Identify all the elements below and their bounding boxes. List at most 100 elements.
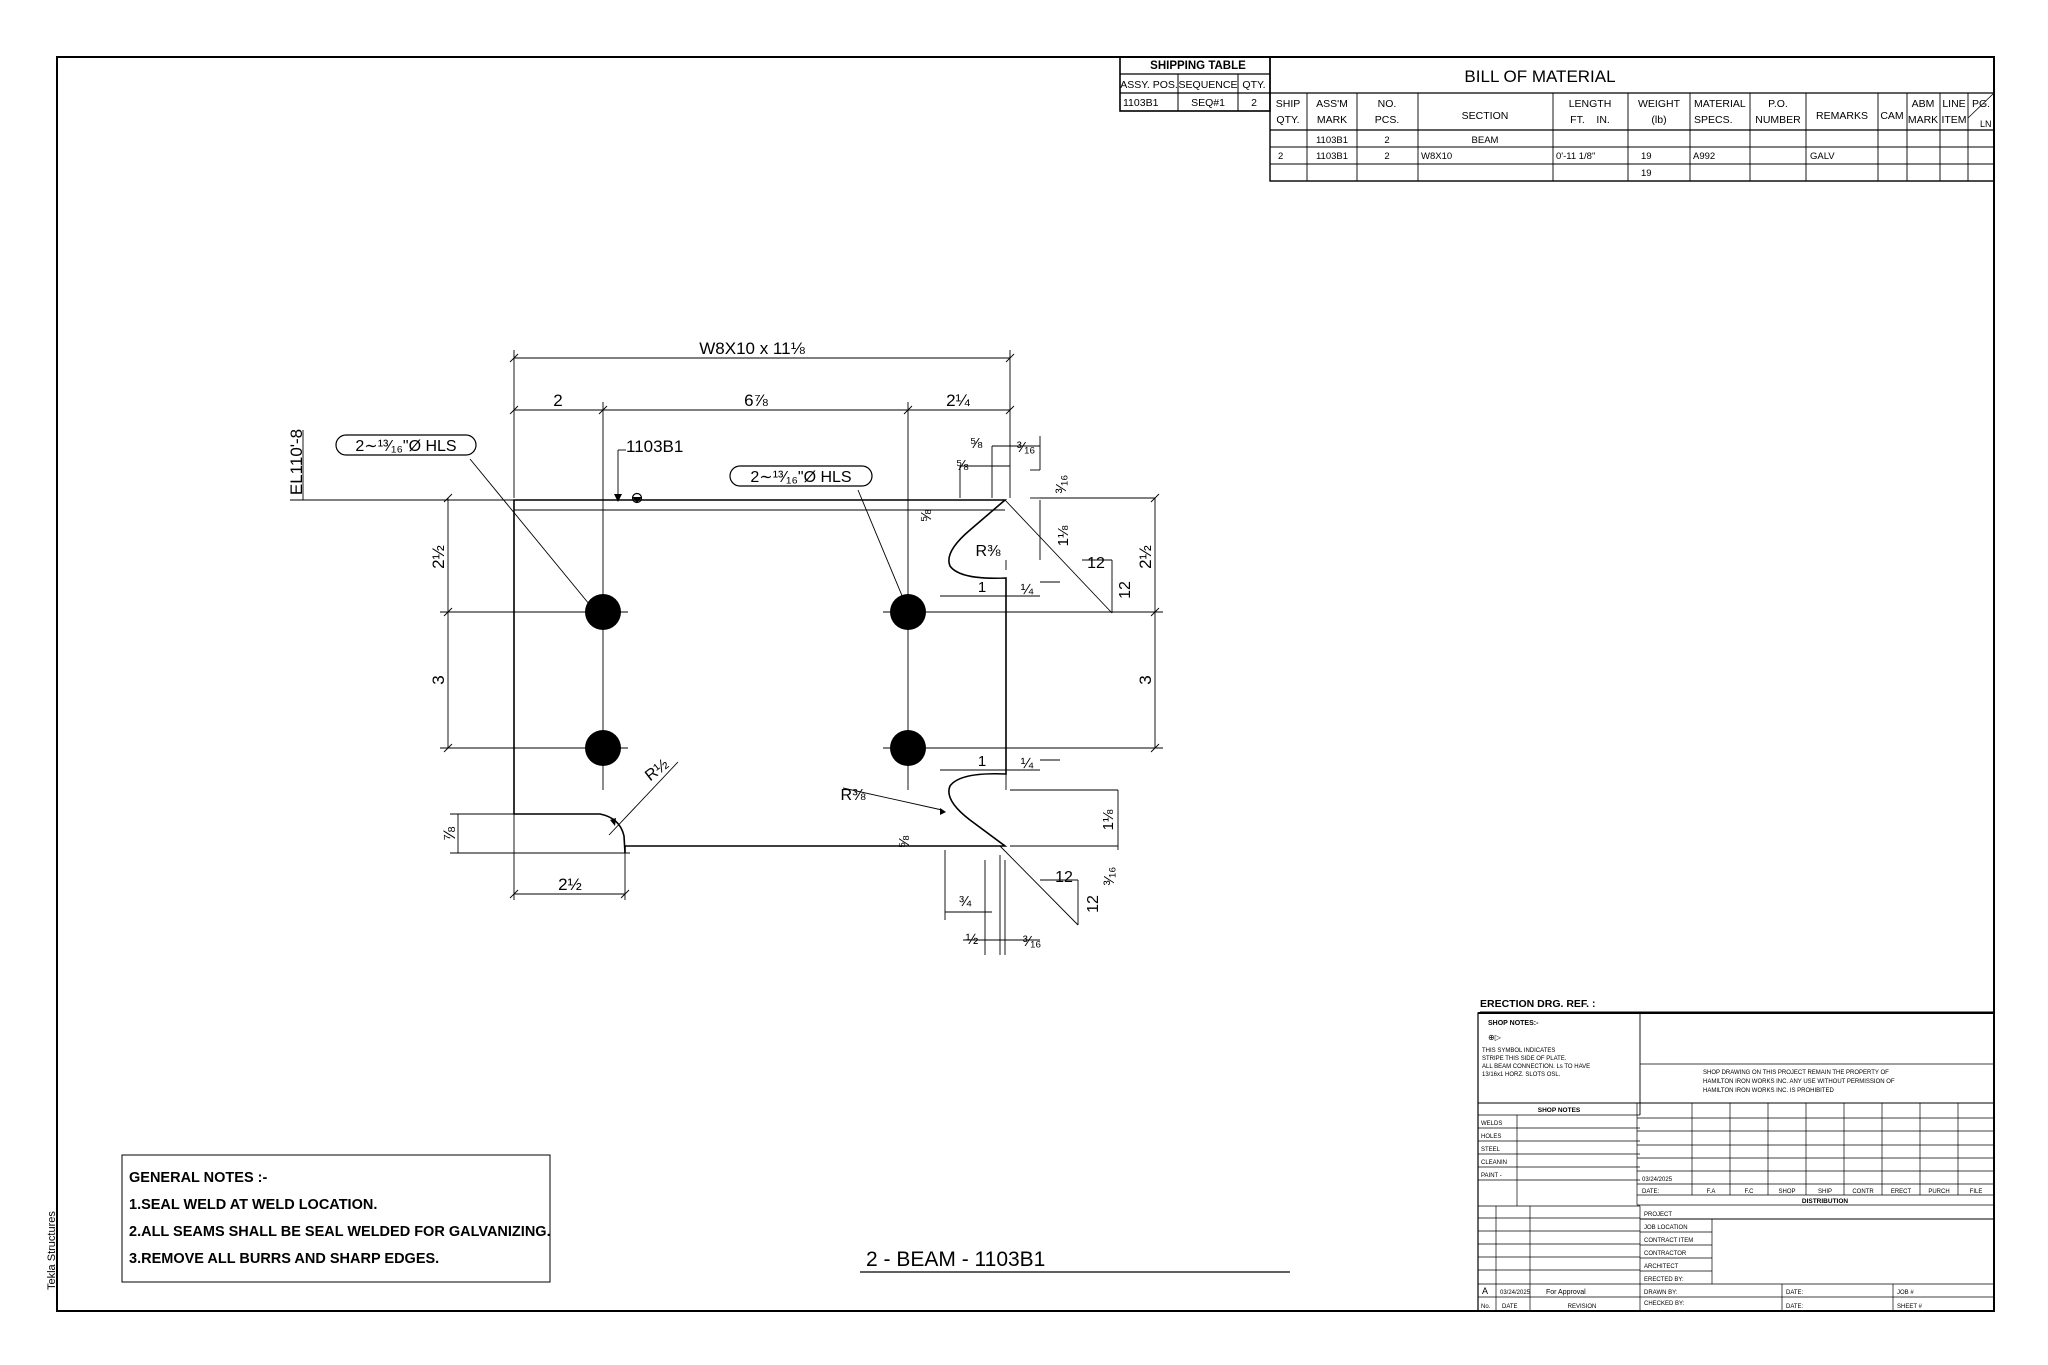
bom-header-lb: (lb) xyxy=(1651,114,1666,126)
dist-col-file: FILE xyxy=(1970,1189,1983,1195)
dim-7-8: ⅞ xyxy=(440,826,459,841)
rev-header-no: No. xyxy=(1481,1304,1491,1310)
bom-header-remarks: REMARKS xyxy=(1816,110,1868,122)
sheet-number: SHEET # xyxy=(1897,1304,1923,1310)
radius-3-8-bottom: R⅜ xyxy=(841,787,867,804)
rev-row-revision: For Approval xyxy=(1546,1289,1586,1296)
shop-note-line-2: STRIPE THIS SIDE OF PLATE. xyxy=(1482,1056,1567,1062)
radius-1-2: R½ xyxy=(642,756,672,785)
bom-header-weight: WEIGHT xyxy=(1638,98,1681,110)
dist-col-erect: ERECT xyxy=(1891,1189,1912,1195)
checked-by-label: CHECKED BY: xyxy=(1644,1301,1685,1307)
erection-ref: ERECTION DRG. REF. : xyxy=(1480,998,1596,1010)
dim-5-8-d: ⅝ xyxy=(896,835,913,848)
general-notes: GENERAL NOTES :- 1.SEAL WELD AT WELD LOC… xyxy=(121,1154,551,1283)
ownership-line-2: HAMILTON IRON WORKS INC. ANY USE WITHOUT… xyxy=(1703,1079,1895,1085)
dist-col-date: DATE: xyxy=(1642,1189,1660,1195)
bom-row1-section: BEAM xyxy=(1472,135,1499,146)
shop-note-line-4: 13/16x1 HORZ. SLOTS OSL. xyxy=(1482,1072,1561,1078)
bom-header-specs: SPECS. xyxy=(1694,114,1733,126)
beam-outline xyxy=(513,499,1008,854)
hole-top-right xyxy=(883,594,933,630)
rev-row-date: 03/24/2025 xyxy=(1500,1290,1531,1296)
elevation-label: EL110'-8 xyxy=(287,429,306,495)
radius-arrow xyxy=(610,818,616,826)
shipping-cell-qty: 2 xyxy=(1251,97,1257,109)
radius-arrow-bottom xyxy=(940,808,946,815)
project-row-contractor: CONTRACTOR xyxy=(1644,1251,1687,1257)
weld-symbol-mark xyxy=(632,497,642,503)
mark-label: 1103B1 xyxy=(626,437,683,456)
general-note-1: 1.SEAL WELD AT WELD LOCATION. xyxy=(129,1197,377,1213)
dim-5-8-c: ⅝ xyxy=(918,509,935,522)
shipping-cell-sequence: SEQ#1 xyxy=(1191,97,1225,109)
hole-callout-right-box xyxy=(729,465,873,487)
project-row-erected-by: ERECTED BY: xyxy=(1644,1277,1684,1283)
dist-col-contr: CONTR xyxy=(1852,1189,1874,1195)
stripe-symbol-icon: ⊕▷ xyxy=(1488,1033,1502,1042)
dim-3-16-b: ³⁄₁₆ xyxy=(1053,475,1070,494)
dist-col-shop: SHOP xyxy=(1778,1189,1795,1195)
dim-5-8-a: ⅝ xyxy=(970,435,983,452)
bom-row2-mark: 1103B1 xyxy=(1316,151,1348,162)
bom-row1-pcs: 2 xyxy=(1384,135,1389,146)
bom-row2-section: W8X10 xyxy=(1421,151,1452,162)
dim-3-16-a: ³⁄₁₆ xyxy=(1017,439,1036,456)
dim-1-top: 1 xyxy=(978,579,986,596)
project-row-job-location: JOB LOCATION xyxy=(1644,1225,1688,1231)
drawn-by: DRAWN BY: xyxy=(1644,1290,1678,1296)
work-point-arrow xyxy=(614,494,622,502)
shop-note-line-3: ALL BEAM CONNECTION. Ls TO HAVE xyxy=(1482,1064,1590,1070)
bom-header-ft-in: FT. IN. xyxy=(1570,114,1610,126)
shop-row-paint: PAINT - xyxy=(1481,1173,1502,1179)
shop-notes-header: SHOP NOTES xyxy=(1538,1107,1581,1114)
sheet-border xyxy=(56,56,1995,1312)
bom-header-line: LINE xyxy=(1942,98,1965,110)
bom-header-ship: SHIP xyxy=(1276,98,1301,110)
bom-row2-pcs: 2 xyxy=(1384,151,1389,162)
overall-dimension: W8X10 x 11⅛ xyxy=(699,339,805,358)
dim-3-right: 3 xyxy=(1136,675,1155,684)
bom-title: BILL OF MATERIAL xyxy=(1464,67,1615,86)
slope-12-c: 12 xyxy=(1055,869,1073,886)
bom-row1-mark: 1103B1 xyxy=(1316,135,1348,146)
title-block: ERECTION DRG. REF. : SHOP NOTES:- ⊕▷ THI… xyxy=(1477,998,1995,1312)
shop-note-line-1: THIS SYMBOL INDICATES xyxy=(1482,1048,1555,1054)
project-row-contract-item: CONTRACT ITEM xyxy=(1644,1238,1693,1244)
slope-12-b: 12 xyxy=(1117,581,1134,599)
beam-drawing: W8X10 x 11⅛ 2 6⅞ 2¼ 1103B1 2∼¹³⁄₁₆"Ø HLS… xyxy=(287,339,1163,955)
bom-header-po: P.O. xyxy=(1768,98,1788,110)
bom-header-qty: QTY. xyxy=(1276,114,1299,126)
bom-header-pg: PG. xyxy=(1972,98,1990,110)
bom-row2-weight: 19 xyxy=(1641,151,1652,162)
dim-2-1-2-right: 2½ xyxy=(1136,545,1155,569)
hole-callout-left-box xyxy=(335,434,477,456)
hole-bottom-right xyxy=(883,730,933,766)
rev-row-no: A xyxy=(1482,1286,1488,1296)
dim-right: 2¼ xyxy=(946,391,970,410)
bom-row2-remarks: GALV xyxy=(1810,151,1835,162)
bom-column-lines xyxy=(1306,92,1995,181)
dim-left: 2 xyxy=(553,391,562,410)
shipping-table-title: SHIPPING TABLE xyxy=(1150,60,1246,72)
dist-col-purch: PURCH xyxy=(1928,1189,1949,1195)
shop-row-cleanin: CLEANIN xyxy=(1481,1160,1507,1166)
hole-callout-left: 2∼¹³⁄₁₆"Ø HLS xyxy=(355,438,456,455)
bom-header-assm: ASS'M xyxy=(1316,98,1348,110)
dim-3-16-c: ³⁄₁₆ xyxy=(1101,867,1118,886)
dim-3-16-d: ³⁄₁₆ xyxy=(1023,933,1042,950)
project-row-architect: ARCHITECT xyxy=(1644,1264,1679,1270)
shipping-table: SHIPPING TABLE ASSY. POS. SEQUENCE QTY. … xyxy=(1119,56,1271,112)
project-row-project: PROJECT xyxy=(1644,1212,1672,1218)
side-label: Tekla Structures xyxy=(46,1211,58,1290)
bom-header-abm-mark: MARK xyxy=(1908,114,1938,126)
dist-col-ship: SHIP xyxy=(1818,1189,1832,1195)
rev-header-date: DATE xyxy=(1502,1304,1518,1310)
hole-top-left xyxy=(578,594,628,630)
bom-header-no: NO. xyxy=(1378,98,1397,110)
bom-header-length: LENGTH xyxy=(1569,98,1612,110)
radius-3-8-top: R⅜ xyxy=(976,543,1002,560)
dim-1-2: ½ xyxy=(966,931,979,948)
dist-col-fc: F.C xyxy=(1745,1189,1755,1195)
